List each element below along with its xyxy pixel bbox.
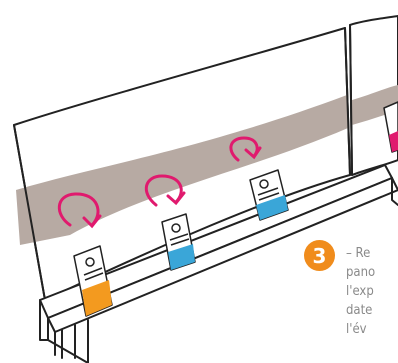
caption-line: – Re	[346, 246, 371, 261]
caption-line: l'exp	[346, 284, 374, 299]
rotate-arrow-icon	[144, 174, 186, 207]
step-number-badge: 3	[304, 240, 335, 271]
caption-line: date	[346, 303, 373, 318]
display-card-pink	[383, 101, 398, 153]
caption-line: l'év	[346, 322, 367, 337]
display-card-blue-1	[161, 213, 196, 271]
rotate-arrow-icon	[229, 136, 262, 162]
caption-line: pano	[346, 265, 376, 280]
rotate-arrow-icon	[57, 192, 102, 229]
display-card-blue-2	[249, 169, 289, 221]
step-caption: – Re pano l'exp date l'év	[346, 244, 398, 339]
display-card-orange	[73, 245, 113, 317]
